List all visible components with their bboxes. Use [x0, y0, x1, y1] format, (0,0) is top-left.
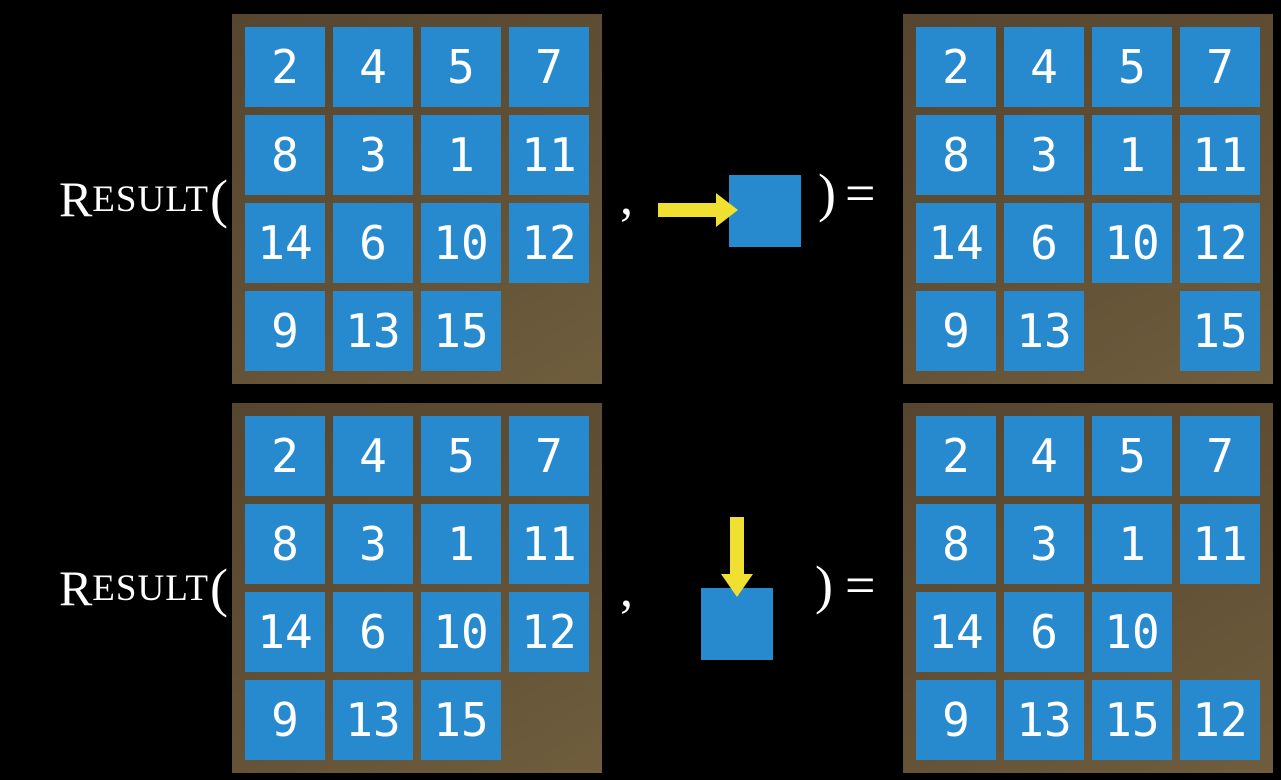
- puzzle-tile: 4: [1004, 27, 1084, 107]
- puzzle-tile: 15: [421, 291, 501, 371]
- empty-cell: [509, 680, 589, 760]
- puzzle-tile: 3: [1004, 504, 1084, 584]
- puzzle-tile: 11: [509, 115, 589, 195]
- function-name-initial: R: [58, 171, 93, 227]
- puzzle-tile: 15: [1180, 291, 1260, 371]
- puzzle-tile: 8: [245, 504, 325, 584]
- puzzle-tile: 12: [509, 592, 589, 672]
- empty-cell: [1092, 291, 1172, 371]
- puzzle-tile: 2: [916, 27, 996, 107]
- puzzle-tile: 8: [916, 504, 996, 584]
- puzzle-tile: 2: [245, 27, 325, 107]
- puzzle-tile: 10: [421, 592, 501, 672]
- puzzle-tile: 2: [245, 416, 325, 496]
- puzzle-tile: 7: [509, 27, 589, 107]
- puzzle-tile: 3: [333, 504, 413, 584]
- puzzle-tile: 3: [1004, 115, 1084, 195]
- puzzle-tile: 9: [245, 291, 325, 371]
- blank-tile-square: [701, 588, 773, 660]
- puzzle-tile: 6: [1004, 203, 1084, 283]
- puzzle-tile: 12: [1180, 680, 1260, 760]
- puzzle-tile: 7: [1180, 416, 1260, 496]
- puzzle-tile: 15: [1092, 680, 1172, 760]
- equals-sign: =: [845, 555, 876, 615]
- puzzle-tile: 14: [916, 203, 996, 283]
- puzzle-tile: 12: [1180, 203, 1260, 283]
- puzzle-tile: 9: [916, 680, 996, 760]
- function-name-initial: R: [58, 560, 93, 616]
- puzzle-tile: 9: [916, 291, 996, 371]
- puzzle-tile: 1: [421, 115, 501, 195]
- puzzle-tile: 13: [333, 680, 413, 760]
- puzzle-tile: 4: [333, 27, 413, 107]
- down-arrow-icon: [721, 517, 753, 597]
- puzzle-tile: 1: [421, 504, 501, 584]
- puzzle-tile: 15: [421, 680, 501, 760]
- puzzle-tile: 7: [1180, 27, 1260, 107]
- puzzle-tile: 4: [333, 416, 413, 496]
- close-paren: ): [818, 163, 836, 223]
- puzzle-tile: 5: [421, 27, 501, 107]
- puzzle-tile: 5: [1092, 27, 1172, 107]
- puzzle-tile: 6: [333, 592, 413, 672]
- empty-cell: [1180, 592, 1260, 672]
- puzzle-tile: 12: [509, 203, 589, 283]
- puzzle-tile: 10: [1092, 592, 1172, 672]
- puzzle-tile: 14: [245, 592, 325, 672]
- puzzle-tile: 10: [421, 203, 501, 283]
- puzzle-tile: 7: [509, 416, 589, 496]
- function-name-smallcaps: ESULT: [92, 567, 210, 609]
- puzzle-tile: 10: [1092, 203, 1172, 283]
- puzzle-tile: 13: [333, 291, 413, 371]
- puzzle-tile: 8: [916, 115, 996, 195]
- puzzle-tile: 9: [245, 680, 325, 760]
- puzzle-tile: 1: [1092, 504, 1172, 584]
- puzzle-tile: 11: [1180, 115, 1260, 195]
- open-paren: (: [210, 169, 228, 229]
- comma-separator: ,: [620, 561, 633, 618]
- open-paren: (: [210, 558, 228, 618]
- puzzle-tile: 4: [1004, 416, 1084, 496]
- puzzle-tile: 14: [245, 203, 325, 283]
- puzzle-tile: 13: [1004, 291, 1084, 371]
- puzzle-tile: 5: [421, 416, 501, 496]
- empty-cell: [509, 291, 589, 371]
- puzzle-tile: 6: [333, 203, 413, 283]
- puzzle-tile: 2: [916, 416, 996, 496]
- right-arrow-icon: [658, 193, 738, 227]
- puzzle-tile: 1: [1092, 115, 1172, 195]
- puzzle-tile: 11: [509, 504, 589, 584]
- puzzle-tile: 6: [1004, 592, 1084, 672]
- puzzle-tile: 14: [916, 592, 996, 672]
- puzzle-tile: 5: [1092, 416, 1172, 496]
- function-name-smallcaps: ESULT: [92, 178, 210, 220]
- puzzle-tile: 8: [245, 115, 325, 195]
- puzzle-tile: 13: [1004, 680, 1084, 760]
- equals-sign: =: [845, 163, 876, 223]
- puzzle-tile: 3: [333, 115, 413, 195]
- close-paren: ): [815, 555, 833, 615]
- blank-tile-square: [729, 175, 801, 247]
- comma-separator: ,: [620, 169, 633, 226]
- puzzle-tile: 11: [1180, 504, 1260, 584]
